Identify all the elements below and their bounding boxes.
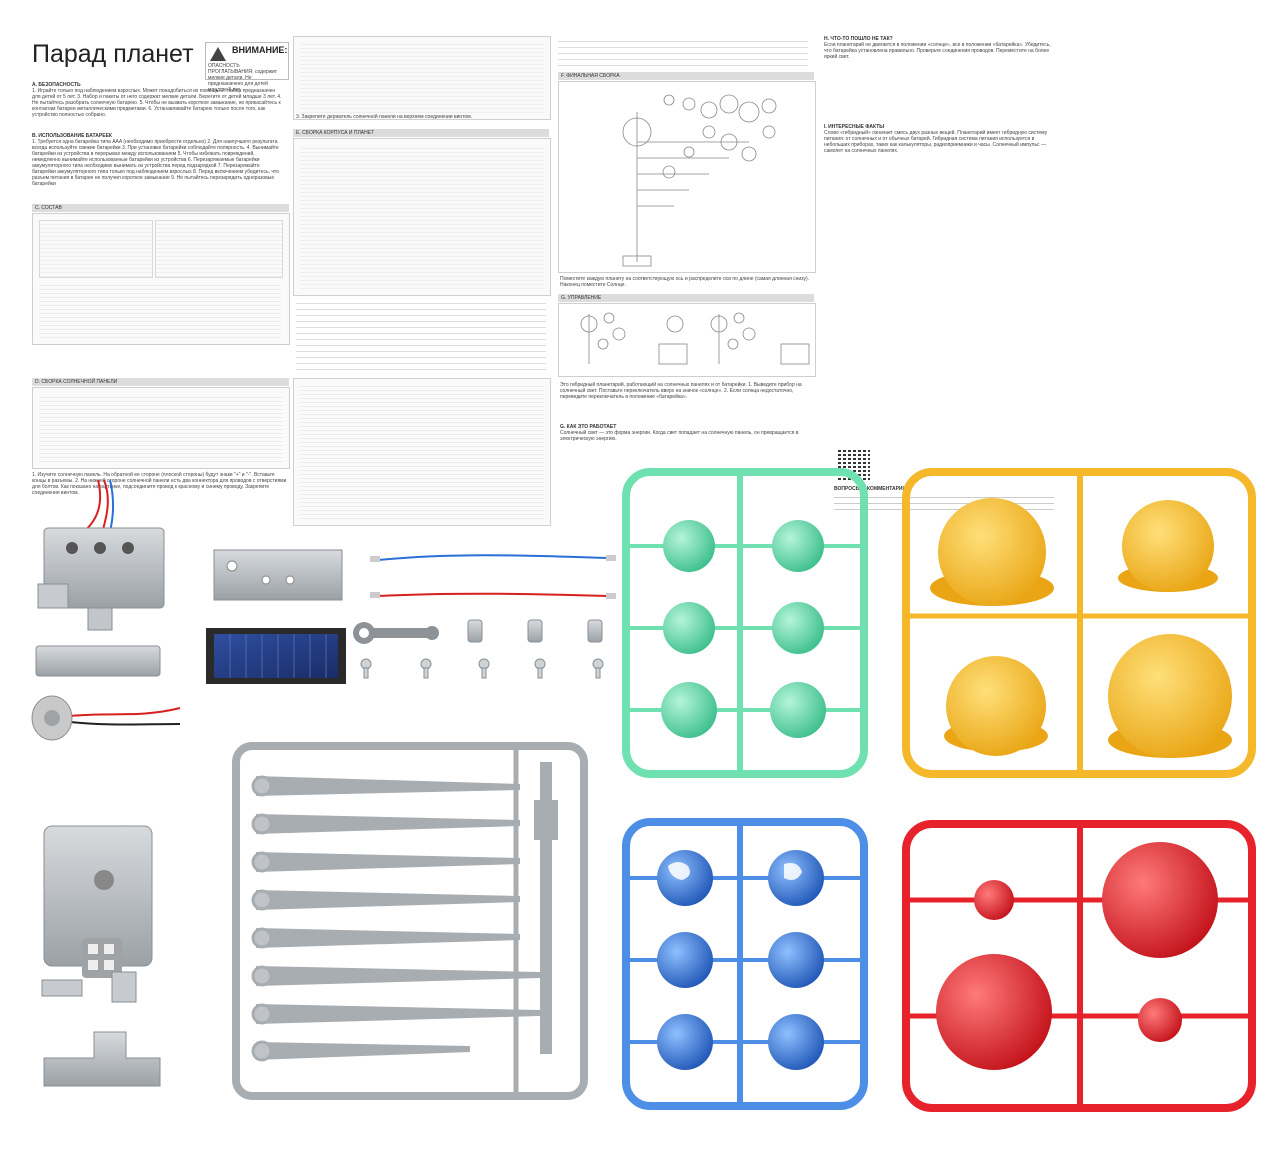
gearbox-assembly-fill	[300, 385, 544, 519]
section-d-header: D. СБОРКА СОЛНЕЧНОЙ ПАНЕЛИ	[32, 378, 289, 386]
red-planet-sprue	[902, 820, 1256, 1112]
section-i-heading: I. ИНТЕРЕСНЫЕ ФАКТЫ	[824, 124, 885, 130]
green-planet-6	[770, 682, 826, 738]
section-how-it-works: G. КАК ЭТО РАБОТАЕТ Солнечный свет — это…	[560, 424, 810, 442]
motor	[31, 695, 181, 741]
section-g-header: G. УПРАВЛЕНИЕ	[558, 294, 814, 302]
section-d-text: 1. Изучите солнечную панель. На обратной…	[32, 472, 287, 496]
yellow-planet-sprue	[902, 468, 1256, 778]
yellow-planet-2	[1122, 500, 1214, 592]
yellow-planet-1	[938, 498, 1046, 606]
gearbox-assembly-panel	[293, 378, 551, 526]
section-h: H. ЧТО-ТО ПОШЛО НЕ ТАК? Если планетарий …	[824, 36, 1054, 60]
body-assembly-fill	[300, 145, 544, 289]
section-g-text: Это гибридный планетарий, работающий на …	[560, 382, 802, 400]
section-a: A. БЕЗОПАСНОСТЬ 1. Играйте только под на…	[32, 82, 282, 118]
gearbox	[41, 825, 153, 1003]
section-f-intro	[558, 36, 808, 66]
green-planet-1	[663, 520, 715, 572]
operation-diagram	[580, 312, 810, 365]
section-a-text: 1. Играйте только под наблюдением взросл…	[32, 88, 282, 118]
section-f-header: F. ФИНАЛЬНАЯ СБОРКА	[558, 72, 814, 80]
arms-sprue	[232, 742, 588, 1100]
battery-cover	[35, 645, 161, 677]
section-b-text: 1. Требуется одна батарейка типа AAA (не…	[32, 139, 279, 187]
composition-drawing-3	[39, 282, 281, 338]
section-b: B. ИСПОЛЬЗОВАНИЕ БАТАРЕЕК 1. Требуется о…	[32, 133, 282, 187]
blue-planet-4	[768, 932, 824, 988]
manual-title: Парад планет	[32, 40, 194, 68]
section-i-text: Слово «гибридный» означает смесь двух ра…	[824, 130, 1048, 154]
blue-planet-sprue	[622, 818, 868, 1110]
how-it-works-text: Солнечный свет — это форма энергии. Когд…	[560, 430, 799, 442]
how-it-works-heading: G. КАК ЭТО РАБОТАЕТ	[560, 424, 617, 430]
pegs	[467, 619, 603, 643]
blue-planet-3	[657, 932, 713, 988]
yellow-planet-3	[946, 656, 1046, 756]
contacts-heading: ВОПРОСЫ И КОММЕНТАРИИ	[834, 486, 907, 492]
green-planet-3	[663, 602, 715, 654]
red-planet-large-2	[936, 954, 1052, 1070]
section-a-heading: A. БЕЗОПАСНОСТЬ	[32, 82, 81, 88]
green-planet-2	[772, 520, 824, 572]
screws	[360, 658, 604, 679]
green-planet-5	[661, 682, 717, 738]
section-e-body-text	[296, 300, 546, 370]
solar-assembly-panel	[32, 387, 290, 469]
section-h-heading: H. ЧТО-ТО ПОШЛО НЕ ТАК?	[824, 36, 893, 42]
section-i: I. ИНТЕРЕСНЫЕ ФАКТЫ Слово «гибридный» оз…	[824, 124, 1054, 154]
step-drawing-top	[293, 36, 551, 120]
warning-icon	[210, 47, 226, 61]
operation-panel	[558, 303, 816, 377]
composition-drawing-1	[39, 220, 153, 278]
warning-title: ВНИМАНИЕ:	[232, 45, 288, 55]
solar-assembly-drawing	[39, 394, 283, 462]
red-planet-small-2	[1138, 998, 1182, 1042]
section-f-text: Поместите каждую планету на соответствую…	[560, 276, 810, 288]
green-planet-sprue	[622, 468, 868, 778]
red-planet-large-1	[1102, 842, 1218, 958]
section-e-note: 3. Закрепите держатель солнечной панели …	[296, 114, 473, 120]
warning-text: ОПАСНОСТЬ ПРОГЛАТЫВАНИЯ: содержит мелкие…	[208, 63, 278, 93]
composition-drawing-2	[155, 220, 283, 278]
section-h-text: Если планетарий не двигается в положении…	[824, 42, 1051, 60]
green-planet-4	[772, 602, 824, 654]
blue-planet-5	[657, 1014, 713, 1070]
body-assembly-panel	[293, 138, 551, 296]
connector-wires	[370, 554, 616, 599]
composition-panel	[32, 213, 290, 345]
solar-panel	[206, 628, 346, 684]
panel-holder	[213, 549, 343, 601]
section-b-heading: B. ИСПОЛЬЗОВАНИЕ БАТАРЕЕК	[32, 133, 112, 139]
step-drawing-top-fill	[300, 43, 544, 113]
section-c-header: C. СОСТАВ	[32, 204, 289, 212]
final-assembly-panel	[558, 81, 816, 273]
yellow-planet-4	[1108, 634, 1232, 758]
warning-box: ВНИМАНИЕ: ОПАСНОСТЬ ПРОГЛАТЫВАНИЯ: содер…	[205, 42, 289, 93]
bracket	[43, 1031, 161, 1087]
red-planet-small-1	[974, 880, 1014, 920]
blue-planet-6	[768, 1014, 824, 1070]
section-e-header: E. СБОРКА КОРПУСА И ПЛАНЕТ	[293, 129, 549, 137]
wrench	[353, 622, 439, 644]
final-assembly-diagram	[622, 94, 777, 267]
battery-housing	[37, 479, 165, 631]
